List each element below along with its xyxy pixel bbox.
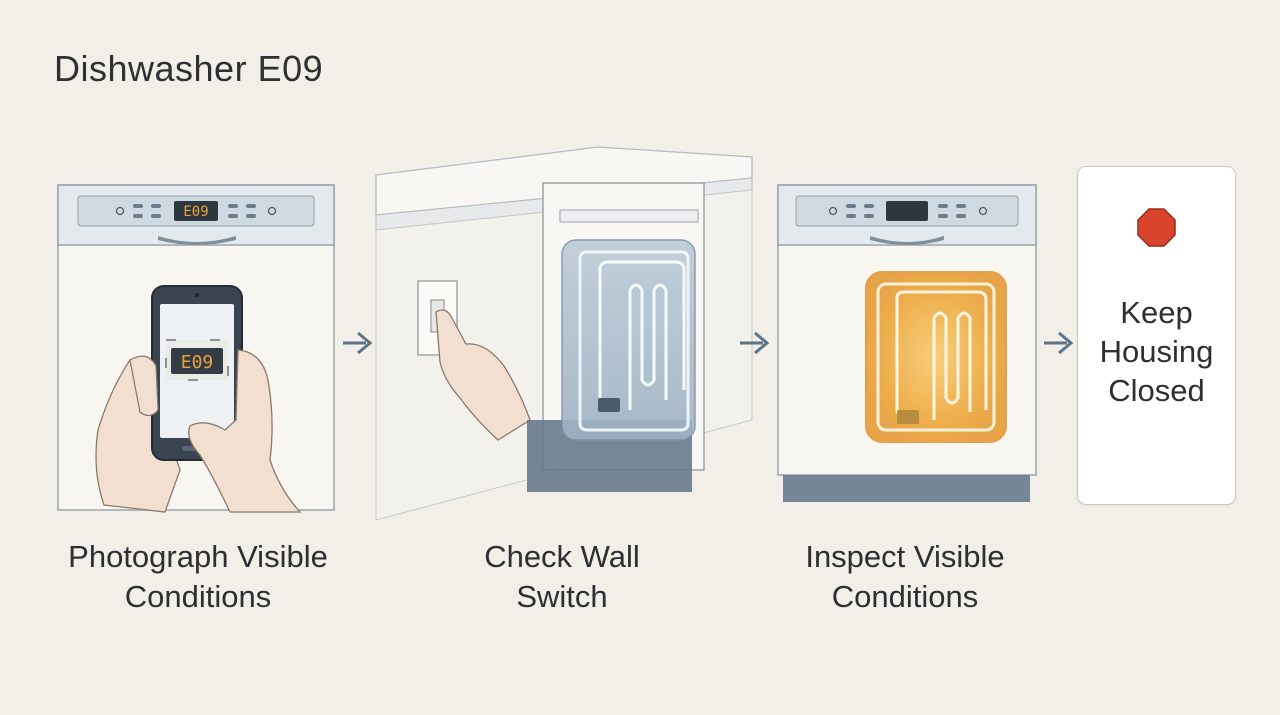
display-panel xyxy=(174,201,218,221)
arrow-right-icon xyxy=(1044,331,1074,355)
display-code: E09 xyxy=(183,204,208,220)
step-2-caption: Check Wall Switch xyxy=(412,537,712,617)
step-3-caption: Inspect Visible Conditions xyxy=(755,537,1055,617)
final-step-card: STOP Keep Housing Closed xyxy=(1077,166,1236,505)
final-step-line-1: Keep xyxy=(1120,295,1193,330)
hand-icon xyxy=(435,309,531,441)
step-1-caption-line-1: Photograph Visible xyxy=(68,539,328,574)
heating-element-icon xyxy=(598,260,686,412)
step-2-caption-line-1: Check Wall xyxy=(484,539,640,574)
step-3-illustration xyxy=(777,184,1037,502)
phone-display-code: E09 xyxy=(181,352,214,373)
heating-element-icon xyxy=(895,290,988,422)
step-1-caption-line-2: Conditions xyxy=(124,579,272,614)
step-1-illustration: E09 E09 xyxy=(57,184,335,513)
page-title: Dishwasher E09 xyxy=(54,48,324,89)
step-1-caption: Photograph Visible Conditions xyxy=(48,537,348,617)
final-step-label: Keep Housing Closed xyxy=(1078,293,1235,410)
step-2-illustration xyxy=(375,146,753,521)
step-3-caption-line-2: Conditions xyxy=(831,579,979,614)
stop-sign-label: STOP xyxy=(1140,258,1173,271)
step-3-caption-line-1: Inspect Visible xyxy=(805,539,1005,574)
stop-sign-icon: STOP xyxy=(1137,208,1176,271)
step-2-caption-line-2: Switch xyxy=(516,579,608,614)
arrow-right-icon xyxy=(740,331,770,355)
final-step-line-3: Closed xyxy=(1108,373,1205,408)
arrow-right-icon xyxy=(343,331,373,355)
final-step-line-2: Housing xyxy=(1099,334,1214,369)
